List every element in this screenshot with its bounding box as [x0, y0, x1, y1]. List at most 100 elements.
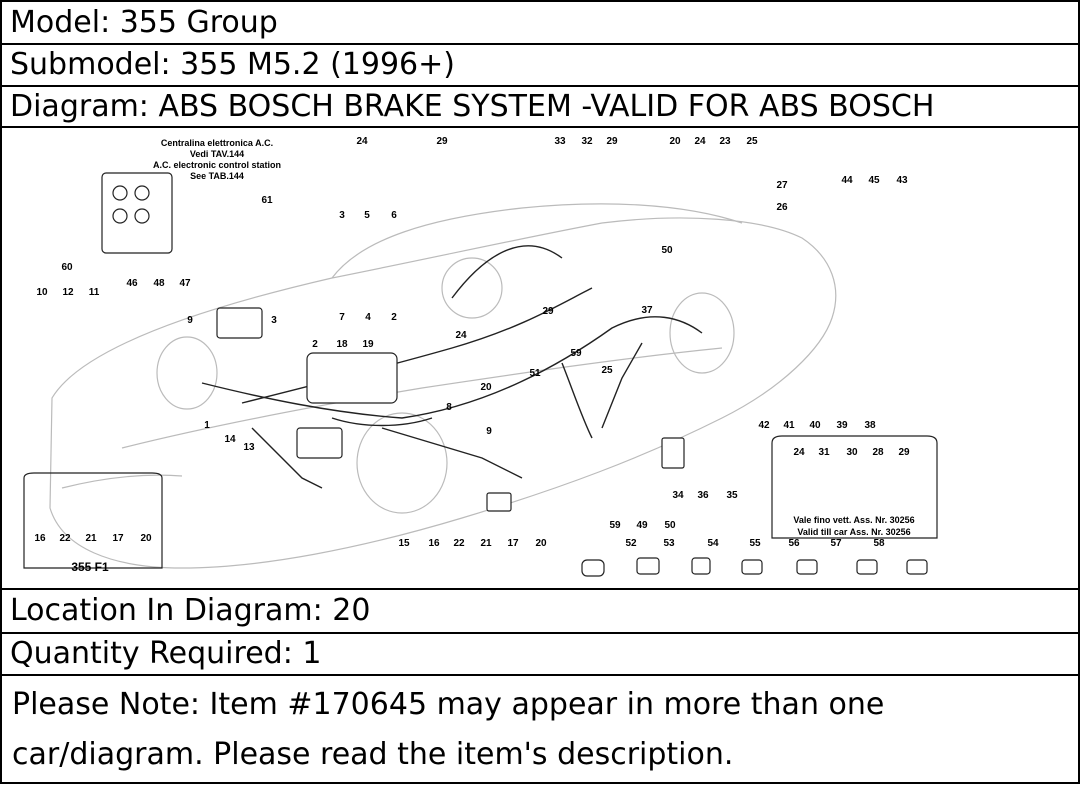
callout-number: 31 — [818, 447, 830, 458]
callout-number: 21 — [480, 538, 492, 549]
validity-line: Valid till car Ass. Nr. 30256 — [797, 527, 910, 537]
callout-number: 30 — [846, 447, 858, 458]
callout-number: 28 — [872, 447, 884, 458]
callout-number: 13 — [243, 442, 255, 453]
callout-number: 18 — [336, 339, 348, 350]
callout-number: 24 — [793, 447, 805, 458]
callout-number: 22 — [59, 533, 71, 544]
callout-number: 19 — [362, 339, 374, 350]
caption-line: See TAB.144 — [190, 171, 244, 181]
callout-number: 50 — [664, 520, 676, 531]
callout-number: 56 — [788, 538, 800, 549]
callout-number: 21 — [85, 533, 97, 544]
note-line: Please Note: Item #170645 may appear in … — [12, 687, 885, 722]
callout-number: 39 — [836, 420, 848, 431]
callout-number: 11 — [89, 287, 100, 298]
callout-number: 23 — [719, 136, 731, 147]
callout-number: 25 — [746, 136, 758, 147]
callout-number: 9 — [486, 426, 492, 437]
hydraulic-unit — [216, 307, 263, 339]
callout-number: 1 — [204, 420, 210, 431]
callout-number: 6 — [391, 210, 397, 221]
callout-number: 5 — [364, 210, 370, 221]
callout-number: 59 — [609, 520, 621, 531]
callout-number: 20 — [140, 533, 152, 544]
callout-number: 32 — [581, 136, 593, 147]
callout-number: 29 — [436, 136, 448, 147]
callout-number: 55 — [749, 538, 761, 549]
callout-number: 36 — [697, 490, 709, 501]
callout-number: 60 — [61, 262, 73, 273]
callout-number: 29 — [898, 447, 910, 458]
validity-inset-frame — [771, 435, 938, 539]
caption-line: Vedi TAV.144 — [190, 149, 244, 159]
callout-number: 57 — [830, 538, 842, 549]
callout-number: 4 — [365, 312, 371, 323]
callout-number: 34 — [672, 490, 684, 501]
callout-number: 2 — [312, 339, 318, 350]
callout-number: 59 — [570, 348, 582, 359]
callout-number: 42 — [758, 420, 770, 431]
callout-number: 12 — [62, 287, 74, 298]
car-body-outline — [49, 203, 837, 569]
submodel-row: Submodel: 355 M5.2 (1996+) — [2, 45, 1078, 87]
callout-number: 37 — [641, 305, 653, 316]
callout-number: 50 — [661, 245, 673, 256]
validity-line: Vale fino vett. Ass. Nr. 30256 — [793, 515, 914, 525]
callout-number: 20 — [535, 538, 547, 549]
callout-number: 40 — [809, 420, 821, 431]
callout-number: 35 — [726, 490, 738, 501]
callout-number: 49 — [636, 520, 648, 531]
callout-number: 7 — [339, 312, 345, 323]
callout-number: 33 — [554, 136, 566, 147]
callout-number: 38 — [864, 420, 876, 431]
callout-number: 61 — [261, 195, 273, 206]
callout-number: 41 — [783, 420, 795, 431]
callout-number: 54 — [707, 538, 719, 549]
diagram-title-row: Diagram: ABS BOSCH BRAKE SYSTEM -VALID F… — [2, 87, 1078, 128]
callout-number: 8 — [446, 402, 452, 413]
callout-number: 17 — [112, 533, 124, 544]
brake-system-drawing: Centralina elettronica A.C. Vedi TAV.144… — [23, 136, 938, 577]
callout-number: 2 — [391, 312, 397, 323]
callout-number: 44 — [841, 175, 853, 186]
callout-number: 52 — [625, 538, 637, 549]
callout-number: 43 — [896, 175, 908, 186]
caption-line: Centralina elettronica A.C. — [161, 138, 273, 148]
callout-number: 48 — [153, 278, 165, 289]
master-cylinder — [306, 352, 398, 404]
callout-number: 47 — [179, 278, 191, 289]
callout-number: 45 — [868, 175, 880, 186]
callout-number: 26 — [776, 202, 788, 213]
callout-number: 22 — [453, 538, 465, 549]
callout-number: 10 — [36, 287, 48, 298]
callout-number: 15 — [398, 538, 410, 549]
note-line: car/diagram. Please read the item's desc… — [12, 737, 734, 772]
inset-boxes — [23, 435, 938, 569]
brake-lines — [201, 245, 703, 489]
callout-number: 24 — [694, 136, 706, 147]
callout-number: 29 — [606, 136, 618, 147]
model-row: Model: 355 Group — [2, 2, 1078, 45]
callout-number: 3 — [339, 210, 345, 221]
parts-diagram: Centralina elettronica A.C. Vedi TAV.144… — [2, 128, 1078, 590]
components — [101, 172, 928, 577]
callout-number: 20 — [480, 382, 492, 393]
ecu-caption: Centralina elettronica A.C. Vedi TAV.144… — [153, 138, 281, 181]
callout-number: 25 — [601, 365, 613, 376]
callout-number: 58 — [873, 538, 885, 549]
location-row: Location In Diagram: 20 — [2, 590, 1078, 634]
callout-number: 29 — [542, 306, 554, 317]
callout-number: 3 — [271, 315, 277, 326]
callout-number: 9 — [187, 315, 193, 326]
inset-355-f1-frame — [23, 472, 163, 569]
callout-number: 27 — [776, 180, 788, 191]
callout-number: 14 — [224, 434, 236, 445]
caption-line: A.C. electronic control station — [153, 160, 281, 170]
callout-number: 46 — [126, 278, 138, 289]
quantity-row: Quantity Required: 1 — [2, 634, 1078, 676]
callout-number: 16 — [34, 533, 46, 544]
callout-number: 24 — [455, 330, 467, 341]
